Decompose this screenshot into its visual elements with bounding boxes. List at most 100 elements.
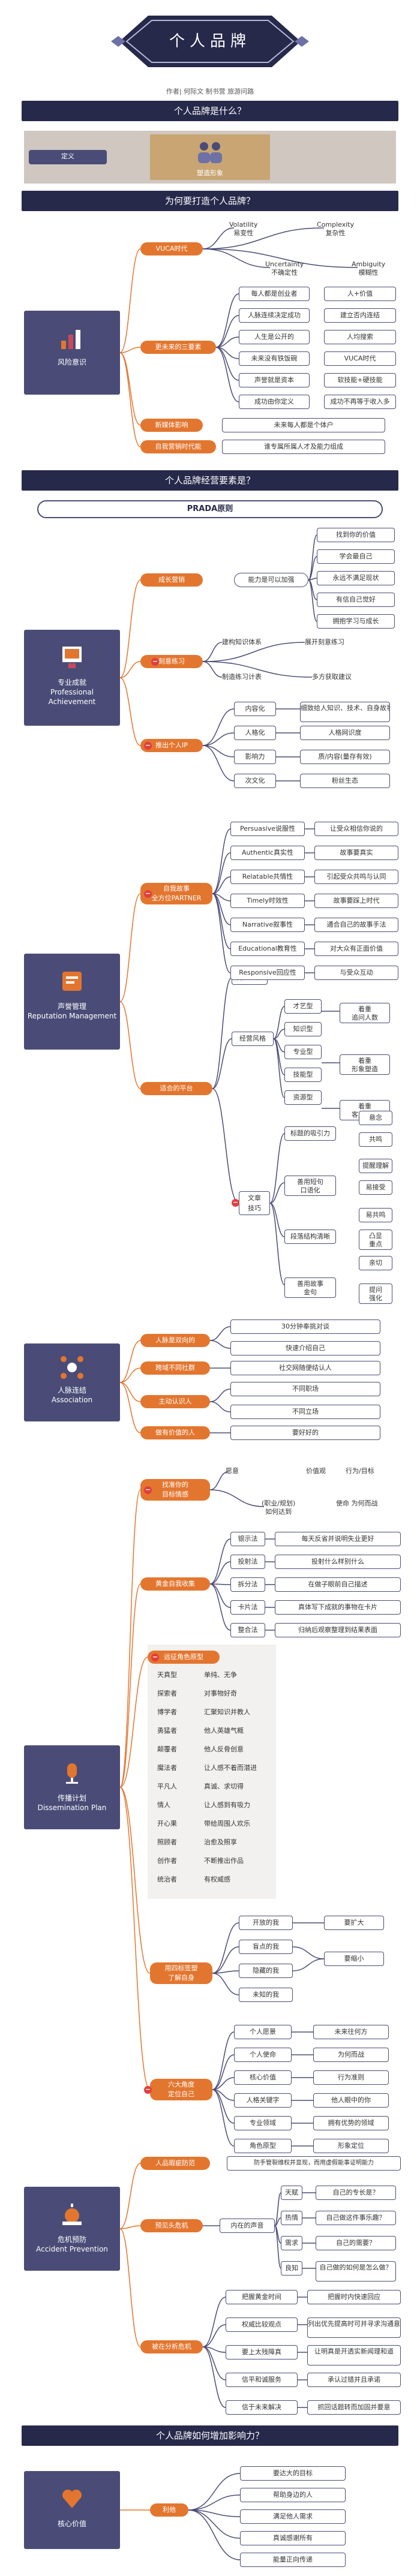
voice-right-item: 自己的需要？ [316, 2236, 396, 2250]
archetype-item: 创作者 [157, 1857, 177, 1865]
ip-right-item: 质/内容(量存有效) [300, 750, 390, 764]
collect-item: 银示法 [230, 1532, 265, 1546]
johari-item: 未知的我 [239, 1988, 293, 2002]
article-right-item: 易共鸣 [359, 1208, 392, 1222]
future-item: 人生是公开的 [239, 330, 310, 344]
connector-line [215, 347, 239, 381]
voice-item: 良知 [281, 2261, 302, 2276]
connector-line [209, 1583, 231, 1585]
altruism-item: 要达大的目标 [240, 2466, 346, 2481]
connector-line [274, 2217, 281, 2226]
connector-line [188, 2509, 241, 2560]
analysis-item: 把握黄金时间 [226, 2290, 298, 2304]
connector-line [119, 1382, 141, 1433]
branch-emotion: 找准你的 目标情感 [140, 1479, 210, 1501]
branch-platform: 适合的平台 [140, 1082, 212, 1095]
connector-line [212, 2089, 235, 2124]
branch-foresee: 预见头危机 [140, 2219, 203, 2232]
connector-line [202, 2297, 226, 2347]
inner-voice: 内在的声音 [220, 2219, 275, 2233]
connector-line [119, 1583, 141, 1788]
voice-item: 天赋 [281, 2186, 302, 2200]
connector-line [212, 1038, 232, 1089]
story-right-item: 通合自己的故事手法 [314, 918, 398, 932]
people-icon [198, 142, 222, 163]
future-right-item: 软技能+硬技能 [324, 373, 396, 387]
voice-item: 需求 [281, 2236, 302, 2250]
connector-line [119, 661, 141, 678]
connector-line [202, 745, 235, 781]
definition-card-text: 塑造形象 [197, 169, 223, 177]
future-item: 人脉连续决定成功 [239, 308, 310, 323]
connector-line [119, 893, 141, 1002]
future-item: 成功由你定义 [239, 395, 310, 409]
connector-line [212, 1088, 239, 1204]
connector-line [308, 556, 317, 581]
connector-line [215, 336, 239, 348]
collect-right-item: 投射什么样别什么 [275, 1555, 401, 1569]
collapse-icon[interactable]: − [144, 2085, 152, 2094]
archetype-panel [148, 1645, 276, 1899]
angle-item: 个人使命 [234, 2048, 292, 2062]
collapse-icon[interactable]: − [144, 889, 152, 898]
collapse-icon[interactable]: − [151, 657, 159, 666]
connector-line [308, 534, 317, 581]
archetype-item: 天真型 [157, 1671, 177, 1679]
ip-right-item: 粉丝生态 [300, 774, 390, 788]
connector-line [274, 2192, 281, 2226]
story-right-item: 与受众互动 [314, 966, 398, 980]
story-right-item: 引起受众共鸣与认同 [314, 870, 398, 884]
branch-new-media: 新媒体影响 [140, 419, 203, 432]
collapse-icon[interactable]: − [151, 1653, 159, 1661]
story-right-item: 故事要真实 [314, 846, 398, 860]
style-right-item: 着重 追问人数 [340, 1003, 390, 1023]
angle-right-item: 行为准则 [313, 2070, 389, 2085]
alarm-icon [62, 2204, 82, 2225]
analysis-item: 要上太残障真 [226, 2345, 298, 2359]
altruism-item: 真诚感谢所有 [240, 2531, 346, 2545]
story-item: Authentic真实性 [230, 846, 305, 860]
archetype-item: 颠覆者 [157, 1745, 177, 1753]
collect-item: 拆分法 [230, 1577, 265, 1592]
branch-six-angle: 六大角度 定位自己 [150, 2079, 212, 2100]
ip-item: 影响力 [234, 750, 276, 764]
emotion-wish: 愿意 [226, 1467, 239, 1475]
network-icon [61, 1356, 83, 1379]
self-marketing-value: 谁专属所属人才及能力组成 [222, 440, 385, 454]
archetype-item: 勇猛者 [157, 1727, 177, 1735]
branch-deliberate-practice: 刻意练习 [140, 655, 203, 668]
title-banner: 个人品牌 [111, 13, 309, 70]
archetype-desc: 对事物好奇 [204, 1690, 237, 1697]
credit-line: 作者| 何际文 制书营 旅游问路 [166, 88, 254, 95]
vuca-uncertainty: Uncertainty 不确定性 [265, 260, 304, 276]
story-item: Timely时效性 [230, 894, 305, 908]
growth-detail: 能力是可以加强 [234, 573, 308, 587]
connector-line [269, 1133, 285, 1204]
angle-item: 个人愿景 [234, 2025, 292, 2039]
analysis-item: 信于未来解决 [226, 2400, 298, 2415]
main-node-association: 人脉连结 Association [24, 1343, 120, 1421]
connector-line [188, 2509, 241, 2539]
growth-item: 永远不满足现状 [317, 571, 395, 585]
article-right-item: 提醒理解 [359, 1159, 392, 1173]
story-right-item: 让受众相信你说的 [314, 822, 398, 836]
voice-right-item: 自己做这件事乐趣？ [316, 2211, 396, 2225]
connector-line [119, 1382, 141, 1402]
collapse-icon[interactable]: − [144, 1486, 152, 1494]
connector-line [202, 227, 325, 250]
future-item: 每人都是创业者 [239, 287, 310, 301]
archetype-desc: 带给周围人欢乐 [204, 1820, 250, 1827]
collapse-icon[interactable]: − [232, 1198, 239, 1207]
archetype-desc: 他人英雄气概 [204, 1727, 244, 1735]
broadcast-icon [66, 1763, 78, 1784]
emotion-values: 价值观 [306, 1467, 326, 1475]
style-item: 才艺型 [284, 999, 322, 1014]
connector-line [212, 876, 231, 894]
collapse-icon[interactable]: − [144, 741, 152, 750]
page-title: 个人品牌 [169, 32, 251, 50]
connector-line [273, 1038, 285, 1098]
article-right-item: 凸显 重点 [359, 1230, 392, 1250]
connector-line [119, 1787, 151, 1974]
main-node-accident: 危机预防 Accident Prevention [24, 2187, 120, 2271]
